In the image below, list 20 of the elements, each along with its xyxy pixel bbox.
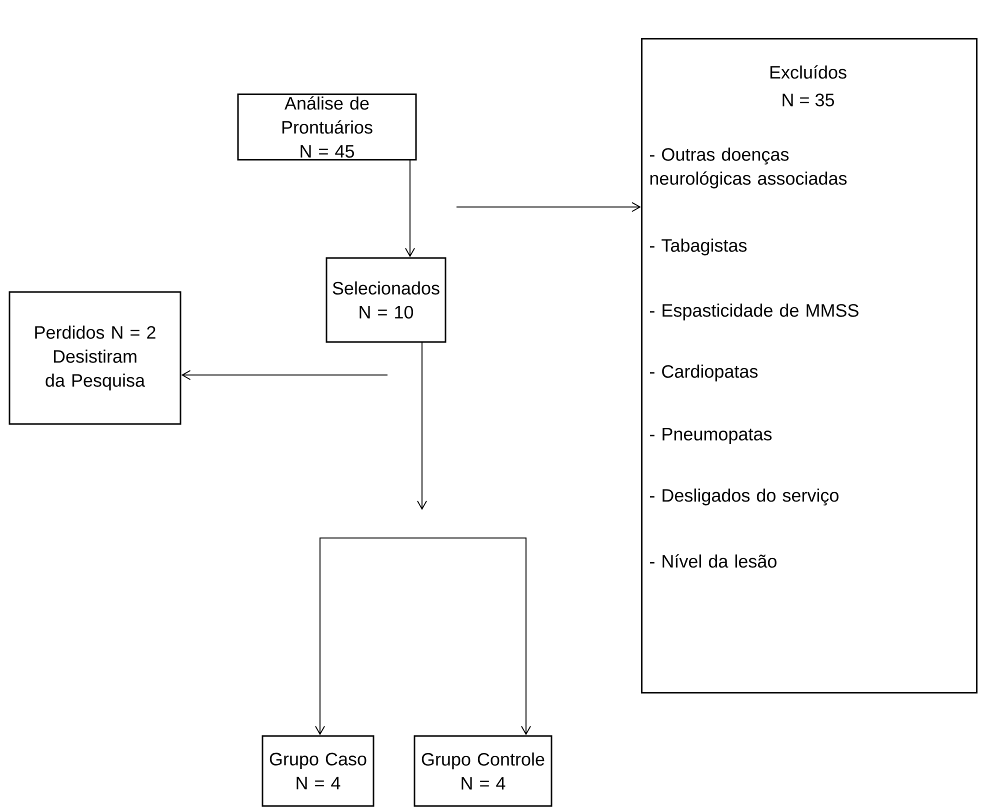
- list-item: - Cardiopatas: [650, 364, 758, 382]
- process-box: Grupo Controle N = 4: [414, 735, 552, 807]
- process-box: Selecionados N = 10: [326, 257, 446, 343]
- arrow: [456, 202, 642, 212]
- arrow: [181, 370, 388, 380]
- list-item: - Outras doenças neurológicas associadas: [650, 148, 847, 188]
- process-box: Perdidos N = 2 Desistiram da Pesquisa: [8, 291, 182, 425]
- arrow: [405, 160, 415, 258]
- process-box: Análise de Prontuários N = 45: [237, 94, 417, 160]
- arrow: [422, 538, 531, 736]
- arrow: [315, 538, 422, 736]
- list-item: - Pneumopatas: [650, 428, 772, 444]
- list-item: - Espasticidade de MMSS: [650, 304, 858, 320]
- list-item: - Nível da lesão: [650, 554, 776, 568]
- box-heading: Excluídos: [770, 65, 846, 79]
- box-heading: N = 35: [782, 94, 834, 106]
- list-item: - Desligados do serviço: [650, 488, 838, 506]
- arrow: [417, 342, 427, 510]
- process-box: Grupo Caso N = 4: [262, 735, 374, 807]
- list-item: - Tabagistas: [650, 238, 747, 256]
